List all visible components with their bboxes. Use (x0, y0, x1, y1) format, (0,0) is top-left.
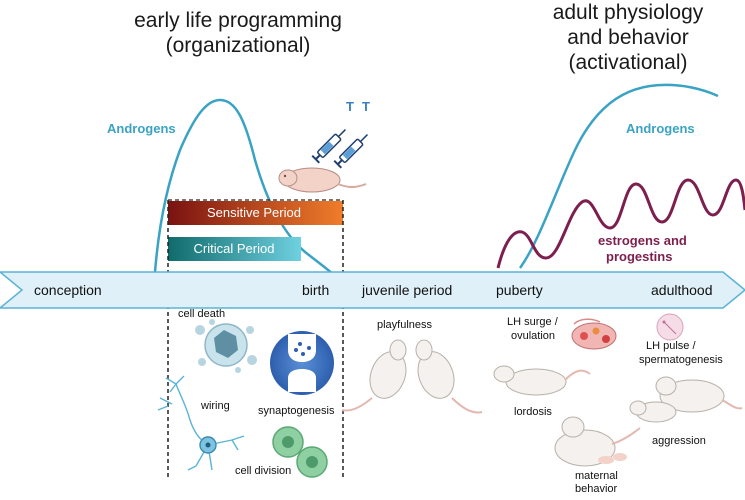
label-maternal-line2: behavior (575, 483, 618, 495)
testosterone-mark-2: T (362, 99, 370, 114)
dying-cell-icon (195, 319, 257, 373)
estrogen-progestin-curve (496, 178, 745, 269)
lordosis-rat-icon (493, 365, 591, 396)
stage-conception: conception (34, 282, 102, 298)
timeline-arrow (0, 271, 745, 309)
sensitive-period-bar (168, 201, 343, 225)
newborn-pup-icon (278, 167, 367, 193)
stage-puberty: puberty (496, 282, 543, 298)
label-cell-division: cell division (235, 465, 291, 477)
label-lh-pulse-line1: LH pulse / (646, 340, 696, 352)
label-maternal-line1: maternal (575, 470, 618, 482)
label-androgens-adult: Androgens (626, 121, 695, 136)
label-estrogens-line1: estrogens and (598, 233, 687, 248)
label-playfulness: playfulness (377, 319, 433, 331)
neuron-icon (157, 375, 245, 471)
label-synaptogenesis: synaptogenesis (258, 405, 335, 417)
title-early-line1: early life programming (134, 9, 342, 32)
title-adult-line2: and behavior (567, 26, 688, 49)
sensitive-period-label: Sensitive Period (207, 205, 301, 220)
stage-juvenile: juvenile period (361, 282, 452, 298)
stage-adulthood: adulthood (651, 282, 713, 298)
adult-androgen-curve (518, 83, 719, 269)
label-wiring: wiring (200, 400, 230, 412)
label-cell-death: cell death (178, 308, 225, 320)
dividing-cell-icon (272, 426, 328, 478)
title-early-line2: (organizational) (166, 34, 311, 57)
early-androgen-curve (153, 98, 334, 275)
ovary-icon (571, 318, 617, 350)
label-lh-pulse-line2: spermatogenesis (639, 354, 723, 366)
label-lh-surge-line1: LH surge / (507, 316, 559, 328)
syringe-icon (333, 134, 368, 169)
testosterone-mark-1: T (346, 99, 354, 114)
label-estrogens-line2: progestins (606, 249, 672, 264)
label-lh-surge-line2: ovulation (511, 330, 555, 342)
title-adult-line1: adult physiology (553, 1, 704, 24)
label-lordosis: lordosis (514, 406, 552, 418)
title-adult-line3: (activational) (568, 51, 687, 74)
critical-period-bar (168, 237, 301, 261)
maternal-rat-icon (554, 416, 641, 467)
stage-birth: birth (302, 282, 329, 298)
label-aggression: aggression (652, 435, 706, 447)
synapse-icon (270, 331, 334, 395)
aggressive-rats-icon (629, 376, 743, 423)
label-androgens-early: Androgens (107, 121, 176, 136)
playing-rats-icon (341, 339, 483, 414)
syringe-icon (311, 129, 346, 164)
critical-period-label: Critical Period (194, 241, 275, 256)
sperm-icon (656, 313, 684, 341)
